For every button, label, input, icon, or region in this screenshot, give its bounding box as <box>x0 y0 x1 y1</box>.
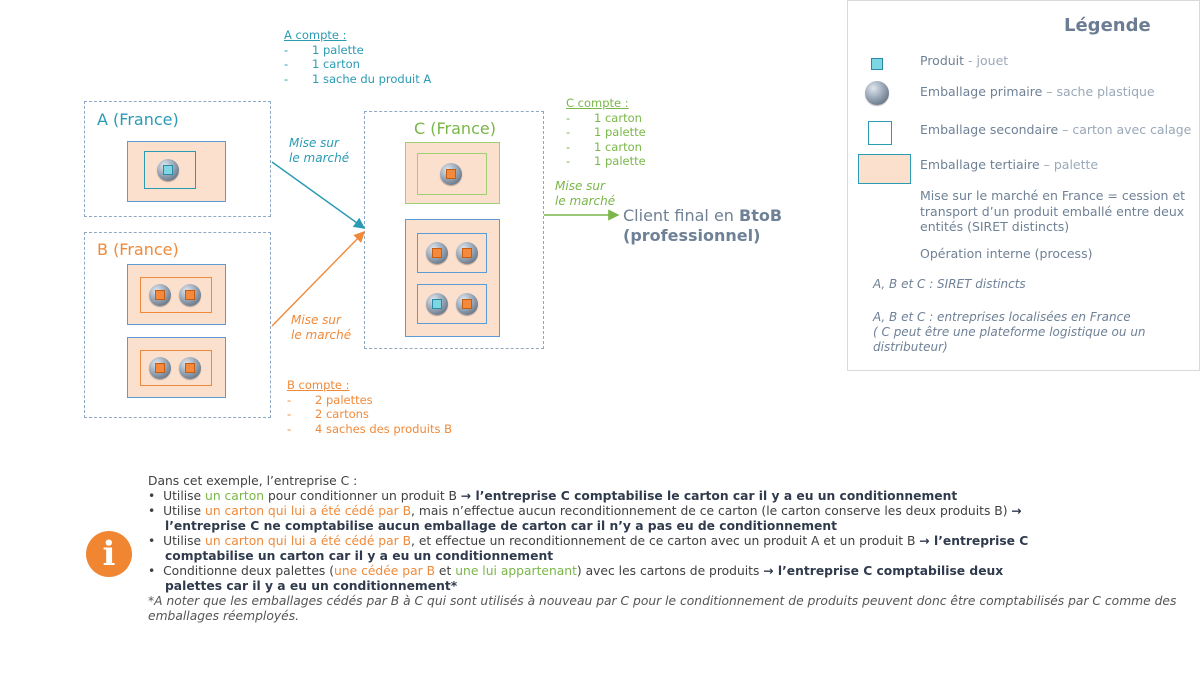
mise-label-a: Mise sur le marché <box>289 136 349 166</box>
note-b-item: 2 palettes <box>315 392 373 407</box>
note-b-item: 2 cartons <box>315 407 369 421</box>
product-b-icon <box>155 290 165 300</box>
mise-label-c-line2: le marché <box>555 194 616 208</box>
entity-c-box <box>364 111 544 349</box>
arrow-a-to-c <box>271 161 366 229</box>
entity-c-carton-3 <box>417 284 487 324</box>
entity-a-sachet <box>157 159 179 181</box>
bullet-4-cont: palettes car il y a eu un conditionnemen… <box>165 579 458 593</box>
note-c: C compte : -1 carton -1 palette -1 carto… <box>566 96 646 168</box>
mise-label-b-line2: le marché <box>291 328 352 342</box>
arrow-b-to-c <box>271 230 365 327</box>
product-b-icon <box>432 248 442 258</box>
entity-b-label: B (France) <box>97 240 179 259</box>
client-label: Client final en BtoB (professionnel) <box>623 206 782 246</box>
mise-label-a-line1: Mise sur <box>289 136 339 150</box>
entity-c-sachet-1 <box>440 163 462 185</box>
client-pro: (professionnel) <box>623 226 761 245</box>
legend-product-text: Produit - jouet <box>920 53 1009 68</box>
legend-secondary-text: Emballage secondaire – carton avec calag… <box>920 122 1192 137</box>
mise-label-c-line1: Mise sur <box>555 179 605 193</box>
note-b-item: 4 saches des produits B <box>315 421 453 436</box>
legend-market-text: Mise sur le marché en France = cession e… <box>920 188 1186 234</box>
entity-c-sachet-3 <box>456 242 478 264</box>
note-a-title: A compte : <box>284 28 347 42</box>
note-a: A compte : -1 palette -1 carton -1 sache… <box>284 28 432 86</box>
bullet-2-cont: l’entreprise C ne comptabilise aucun emb… <box>165 519 837 533</box>
mise-label-c: Mise sur le marché <box>555 179 615 209</box>
entity-b-sachet-3 <box>149 357 171 379</box>
note-c-title: C compte : <box>566 96 629 110</box>
legend-tertiary-icon <box>858 154 911 184</box>
entity-c-sachet-5 <box>456 293 478 315</box>
legend-secondary-icon <box>868 121 892 145</box>
mise-label-b: Mise sur le marché <box>291 313 351 343</box>
product-a-icon <box>432 299 442 309</box>
note-b: B compte : -2 palettes -2 cartons -4 sac… <box>287 378 453 436</box>
note-a-item: 1 sache du produit A <box>312 71 432 86</box>
client-btob: BtoB <box>739 206 783 225</box>
entity-c-carton-1 <box>417 153 487 195</box>
product-b-icon <box>185 363 195 373</box>
entity-c-carton-2 <box>417 233 487 273</box>
legend-primary-text: Emballage primaire – sache plastique <box>920 84 1155 99</box>
product-b-icon <box>462 299 472 309</box>
note-b-title: B compte : <box>287 378 350 392</box>
entity-a-box <box>84 101 271 217</box>
bullet-2: • Utilise un carton qui lui a été cédé p… <box>148 504 1022 518</box>
note-c-item: 1 palette <box>594 154 646 168</box>
note-a-item: 1 palette <box>312 42 364 57</box>
product-b-icon <box>446 169 456 179</box>
mise-label-a-line2: le marché <box>289 151 350 165</box>
bullet-1: • Utilise un carton pour conditionner un… <box>148 489 958 503</box>
entity-b-pallet-1 <box>127 264 226 325</box>
legend-primary-icon <box>865 81 889 105</box>
legend-tertiary-text: Emballage tertiaire – palette <box>920 157 1099 172</box>
entity-b-carton-1 <box>140 277 212 313</box>
entity-c-pallet-2 <box>405 219 500 337</box>
legend-title: Légende <box>1064 15 1151 36</box>
legend-location-text: A, B et C : entreprises localisées en Fr… <box>873 310 1146 354</box>
product-b-icon <box>462 248 472 258</box>
entity-a-carton <box>144 151 196 189</box>
legend-internal-text: Opération interne (process) <box>920 246 1093 261</box>
entity-c-label: C (France) <box>414 119 496 138</box>
footnote: *A noter que les emballages cédés par B … <box>148 594 1177 623</box>
note-c-item: 1 palette <box>594 125 646 139</box>
entity-c-sachet-2 <box>426 242 448 264</box>
explanation-text: Dans cet exemple, l’entreprise C : • Uti… <box>148 474 1188 624</box>
mise-label-b-line1: Mise sur <box>291 313 341 327</box>
product-a-icon <box>163 165 173 175</box>
bullet-3-cont: comptabilise un carton car il y a eu un … <box>165 549 554 563</box>
legend-siret-text: A, B et C : SIRET distincts <box>873 277 1026 291</box>
entity-b-pallet-2 <box>127 337 226 398</box>
legend-panel: Légende Produit - jouet Emballage primai… <box>847 0 1200 371</box>
client-prefix: Client final en <box>623 206 740 225</box>
entity-b-box <box>84 232 271 418</box>
entity-b-sachet-1 <box>149 284 171 306</box>
note-c-item: 1 carton <box>594 139 642 154</box>
entity-b-sachet-4 <box>179 357 201 379</box>
entity-c-pallet-1 <box>405 142 500 204</box>
entity-c-sachet-4 <box>426 293 448 315</box>
product-b-icon <box>155 363 165 373</box>
bullet-3: • Utilise un carton qui lui a été cédé p… <box>148 534 1029 548</box>
entity-a-label: A (France) <box>97 110 179 129</box>
product-b-icon <box>185 290 195 300</box>
info-icon: i <box>86 531 132 577</box>
bullet-4: • Conditionne deux palettes (une cédée p… <box>148 564 1004 578</box>
legend-product-icon <box>871 58 883 70</box>
entity-b-carton-2 <box>140 350 212 386</box>
explanation-intro: Dans cet exemple, l’entreprise C : <box>148 474 358 488</box>
note-a-item: 1 carton <box>312 57 360 71</box>
note-c-item: 1 carton <box>594 110 642 125</box>
entity-b-sachet-2 <box>179 284 201 306</box>
